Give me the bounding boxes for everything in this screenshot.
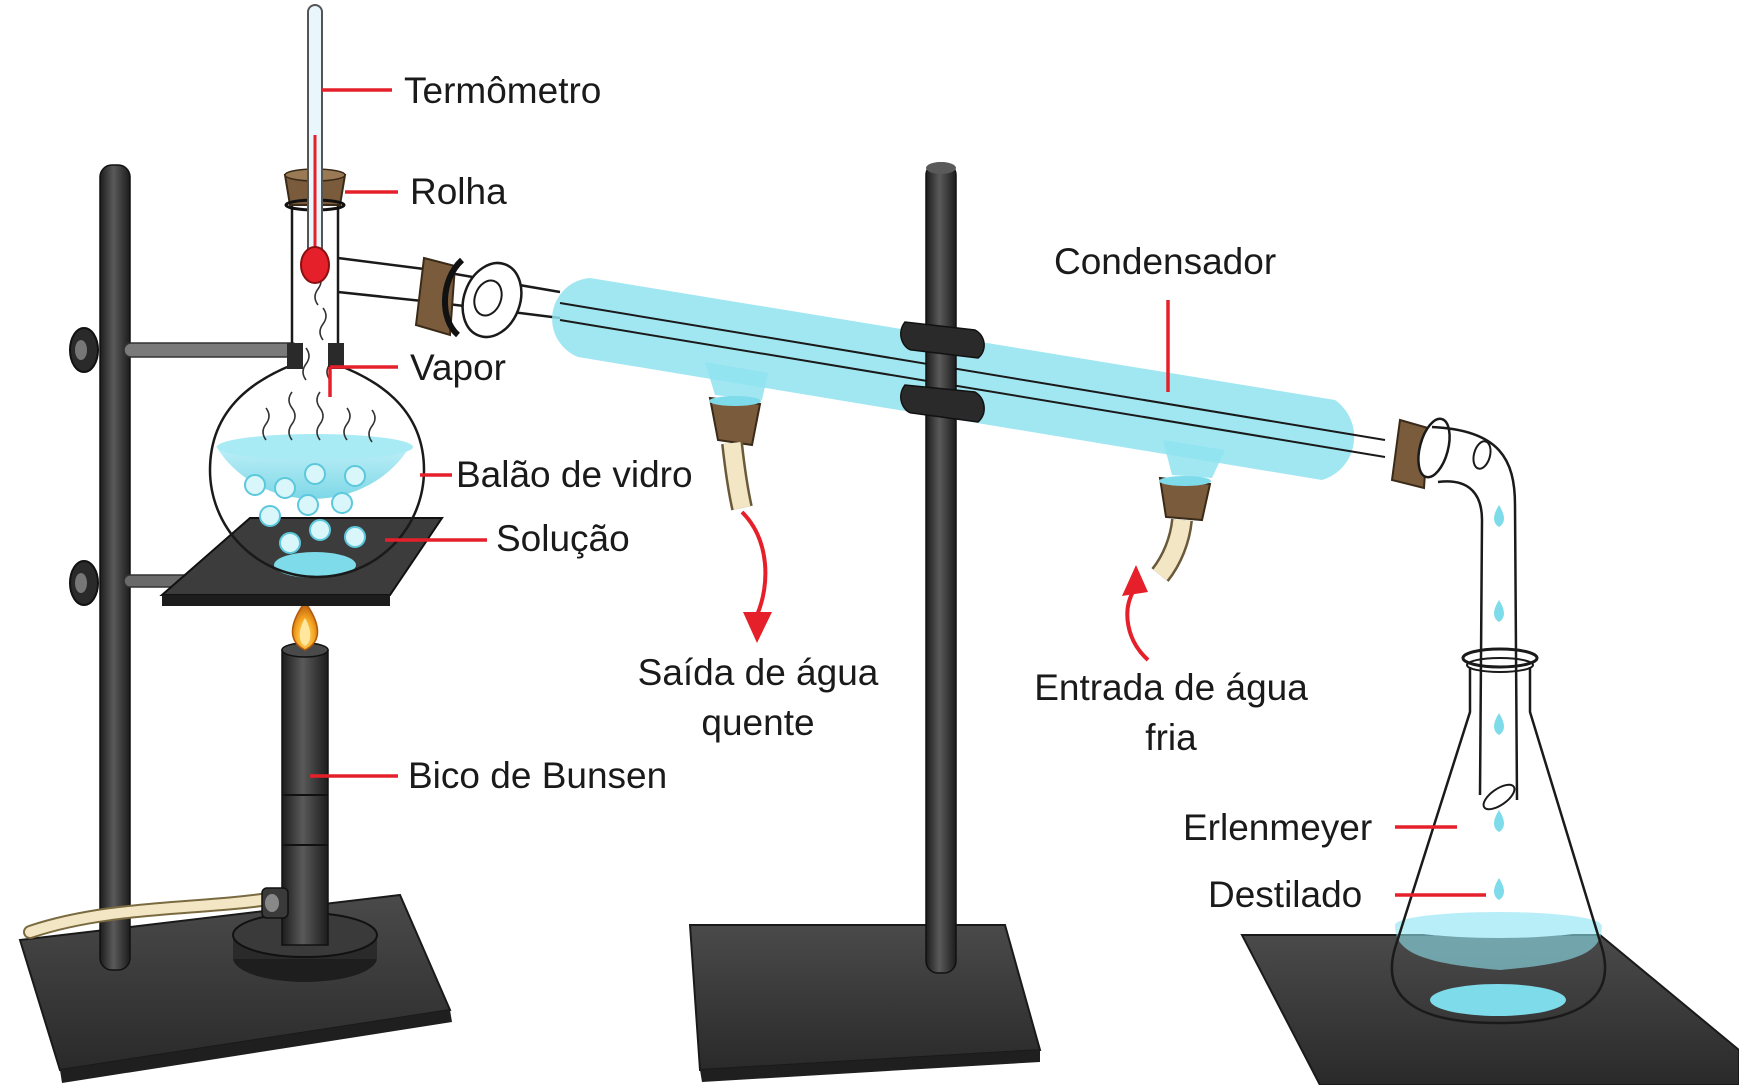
- thermometer: [300, 4, 330, 284]
- label-saida-line1: Saída de água: [638, 652, 879, 693]
- label-entrada-line2: fria: [1145, 717, 1197, 758]
- round-bottom-flask: [208, 190, 433, 579]
- label-balao: Balão de vidro: [456, 454, 693, 495]
- outlet-tube: [1390, 417, 1519, 811]
- bunsen-burner: [232, 642, 378, 982]
- label-rolha: Rolha: [410, 171, 507, 212]
- label-destilado: Destilado: [1208, 874, 1362, 915]
- arrow-cold-water-in: [1125, 588, 1150, 662]
- label-termometro: Termômetro: [404, 70, 601, 111]
- distillate-drops: [1494, 505, 1504, 900]
- label-erlenmeyer: Erlenmeyer: [1183, 807, 1372, 848]
- erlenmeyer-flask: [1390, 647, 1607, 1025]
- label-solucao: Solução: [496, 518, 630, 559]
- adapter-joint: [414, 256, 561, 339]
- label-bico: Bico de Bunsen: [408, 755, 667, 796]
- label-condensador: Condensador: [1054, 241, 1276, 282]
- hot-water-outlet: [708, 396, 762, 511]
- condenser: [552, 278, 1386, 480]
- label-saida-line2: quente: [701, 702, 814, 743]
- label-vapor: Vapor: [410, 347, 506, 388]
- arrow-hot-water-out: [740, 510, 768, 616]
- bubbles: [244, 463, 366, 554]
- cold-water-inlet: [1151, 476, 1212, 582]
- label-entrada-line1: Entrada de água: [1034, 667, 1308, 708]
- middle-stand: [688, 162, 1042, 1082]
